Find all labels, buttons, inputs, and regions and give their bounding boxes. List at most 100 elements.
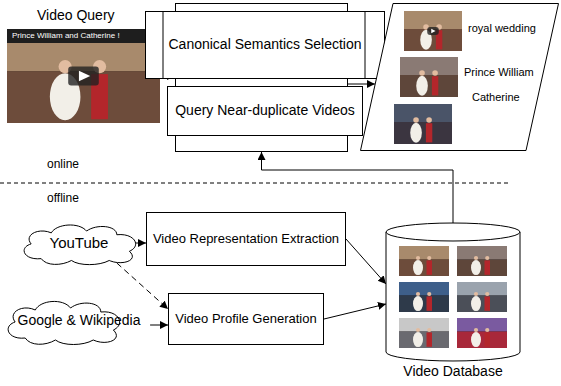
node-label: Video Representation Extraction — [153, 232, 339, 247]
groom-figure — [485, 260, 491, 274]
flow-arrow — [136, 243, 146, 244]
node-label: Query Near-duplicate Videos — [175, 103, 355, 119]
flow-arrow — [324, 304, 386, 319]
database-cylinder: Video Database — [385, 222, 521, 382]
bride-figure — [410, 123, 422, 143]
play-triangle — [79, 71, 90, 82]
groom-figure — [485, 332, 491, 346]
figure-head — [485, 292, 489, 296]
cylinder-top — [386, 223, 520, 241]
figure-head — [485, 328, 489, 332]
section-label: online — [47, 157, 79, 171]
text-area: Video Representation Extraction — [147, 213, 345, 265]
cylinder-outline — [385, 222, 521, 362]
node-label: Canonical Semantics Selection — [169, 37, 362, 53]
groom-figure — [427, 260, 433, 274]
result-tag: Prince William — [464, 66, 534, 78]
section-heading: Video Query — [37, 7, 115, 23]
bride-figure — [471, 296, 481, 311]
video-title: Prince William and Catherine ! — [12, 31, 120, 41]
groom-figure — [427, 332, 433, 346]
bride-figure — [416, 76, 428, 96]
thumbnail-background — [457, 318, 507, 332]
flow-arrow — [117, 263, 168, 309]
text-area: Google & Wikipedia — [0, 296, 158, 346]
text-area: Video Profile Generation — [169, 294, 323, 344]
online-offline-divider — [0, 183, 510, 184]
section-label: offline — [47, 191, 79, 205]
play-button — [427, 27, 439, 35]
process-box: Video Profile Generation — [168, 293, 324, 345]
text-area: YouTube — [16, 220, 142, 266]
groom-figure — [432, 76, 438, 95]
side-bar — [163, 12, 164, 78]
thumbnail-frame — [457, 246, 507, 276]
online-module-box: Canonical Semantics SelectionQuery Near-… — [175, 3, 348, 152]
play-triangle — [431, 29, 435, 33]
node-label: Google & Wikipedia — [18, 313, 141, 329]
figure-head — [416, 256, 420, 260]
figure-head — [419, 70, 425, 76]
bride-figure — [471, 332, 481, 347]
thumbnail-ground — [399, 296, 449, 313]
cylinder-body — [386, 232, 520, 361]
thumbnail-frame — [399, 282, 449, 312]
side-bar — [365, 12, 366, 78]
figure-head — [485, 256, 489, 260]
text-area: Canonical Semantics Selection — [146, 12, 384, 78]
thumbnail-ground — [457, 260, 507, 277]
thumbnail-frame — [457, 282, 507, 312]
play-button — [68, 67, 99, 86]
thumbnail-background — [399, 246, 449, 260]
video-query-thumbnail: Video QueryPrince William and Catherine … — [7, 3, 160, 123]
thumbnail-background — [394, 104, 452, 122]
figure-head — [426, 117, 432, 123]
result-tag: royal wedding — [468, 22, 536, 34]
figure-head — [413, 117, 419, 123]
figure-head — [416, 292, 420, 296]
thumbnail-ground — [399, 260, 449, 277]
bride-figure — [413, 332, 423, 347]
source-cloud: YouTube — [16, 220, 142, 266]
flow-arrow — [346, 239, 386, 284]
database-caption: Video Database — [385, 363, 521, 379]
thumbnail-ground — [394, 122, 452, 144]
figure-head — [432, 70, 438, 76]
thumbnail-ground — [400, 75, 458, 97]
thumbnail-frame — [457, 318, 507, 348]
thumbnail-background — [457, 282, 507, 296]
bride-figure — [413, 296, 423, 311]
flow-arrow — [348, 84, 375, 85]
bride-figure — [471, 260, 481, 275]
thumbnail-frame — [399, 246, 449, 276]
figure-head — [474, 292, 478, 296]
groom-figure — [426, 123, 432, 142]
thumbnail-background — [404, 11, 462, 29]
thumbnail-ground — [404, 29, 462, 51]
thumbnail-frame — [404, 11, 462, 51]
thumbnail-ground — [7, 71, 160, 123]
text-area: Query Near-duplicate Videos — [168, 87, 362, 135]
thumbnail-frame — [400, 57, 458, 97]
node-label: YouTube — [50, 235, 109, 252]
figure-head — [474, 256, 478, 260]
thumbnail-ground — [399, 332, 449, 349]
cloud-shape — [24, 225, 136, 265]
bride-figure — [413, 260, 423, 275]
thumbnail-title-bar — [7, 29, 160, 43]
source-cloud: Google & Wikipedia — [0, 296, 158, 346]
figure-head — [427, 256, 431, 260]
thumbnail-ground — [457, 332, 507, 349]
thumbnail-frame — [394, 104, 452, 144]
figure-head — [427, 292, 431, 296]
figure-head — [416, 328, 420, 332]
figure-head — [427, 328, 431, 332]
thumbnail-frame — [7, 29, 160, 123]
groom-figure — [485, 296, 491, 310]
thumbnail-background — [399, 282, 449, 296]
thumbnail-background — [7, 29, 160, 71]
result-parallelogram: royal weddingPrince WilliamCatherine — [360, 3, 559, 151]
process-box: Canonical Semantics Selection — [145, 11, 385, 79]
figure-head — [474, 328, 478, 332]
